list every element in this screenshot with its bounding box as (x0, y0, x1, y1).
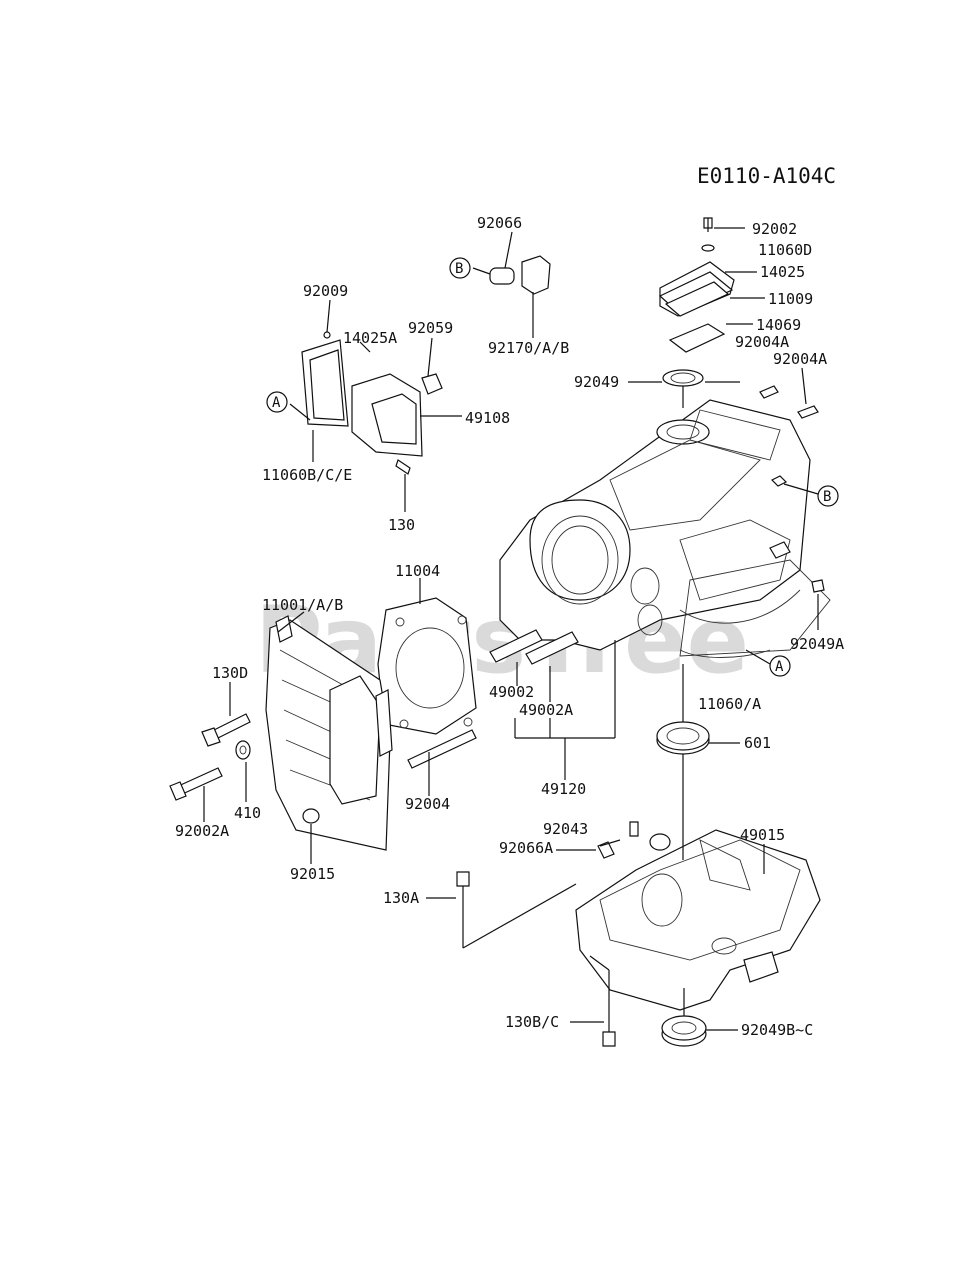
part-label-14025: 14025 (760, 263, 805, 281)
part-label-92015: 92015 (290, 865, 335, 883)
part-label-11060a: 11060/A (698, 695, 761, 713)
callout-a-left: A (266, 391, 288, 413)
part-label-601: 601 (744, 734, 771, 752)
part-label-92004a-1: 92004A (735, 333, 789, 351)
part-label-11004: 11004 (395, 562, 440, 580)
callout-a-right: A (769, 655, 791, 677)
part-label-49002: 49002 (489, 683, 534, 701)
part-label-92066a: 92066A (499, 839, 553, 857)
part-label-92049: 92049 (574, 373, 619, 391)
breather-tube-part (472, 231, 551, 338)
part-label-130a: 130A (383, 889, 419, 907)
svg-text:A: A (272, 395, 281, 411)
part-label-92170: 92170/A/B (488, 339, 569, 357)
cover-stack-part (658, 217, 765, 353)
part-label-49108: 49108 (465, 409, 510, 427)
dowel-pins-part (489, 629, 616, 780)
part-label-92049a: 92049A (790, 635, 844, 653)
part-label-92004: 92004 (405, 795, 450, 813)
part-label-92009: 92009 (303, 282, 348, 300)
part-label-92059: 92059 (408, 319, 453, 337)
part-label-92004a-2: 92004A (773, 350, 827, 368)
callout-b-right: B (817, 485, 839, 507)
stud-part (759, 367, 819, 419)
part-label-49120: 49120 (541, 780, 586, 798)
part-label-11009: 11009 (768, 290, 813, 308)
head-bolts-part (169, 682, 477, 864)
part-label-130: 130 (388, 516, 415, 534)
part-label-11001: 11001/A/B (262, 596, 343, 614)
pan-bolts-part (426, 871, 616, 1047)
oil-pan-part (556, 754, 821, 1011)
part-label-130d: 130D (212, 664, 248, 682)
callout-b-top: B (449, 257, 471, 279)
part-label-130bc: 130B/C (505, 1013, 559, 1031)
part-label-92043: 92043 (543, 820, 588, 838)
cylinder-head-part (265, 611, 393, 851)
svg-text:A: A (775, 659, 784, 675)
part-label-92049bc: 92049B~C (741, 1021, 813, 1039)
svg-text:B: B (823, 489, 831, 505)
part-label-410: 410 (234, 804, 261, 822)
head-gasket-part (377, 578, 477, 735)
part-label-11060bce: 11060B/C/E (262, 466, 352, 484)
part-label-92002: 92002 (752, 220, 797, 238)
head-cover-part (289, 299, 462, 512)
part-label-14025a: 14025A (343, 329, 397, 347)
svg-text:B: B (455, 261, 463, 277)
part-label-92066: 92066 (477, 214, 522, 232)
crankcase-part (499, 369, 831, 665)
part-label-92002a: 92002A (175, 822, 229, 840)
part-label-14069: 14069 (756, 316, 801, 334)
oil-seal-part (661, 988, 738, 1047)
part-label-49015: 49015 (740, 826, 785, 844)
bearing-part (656, 664, 740, 755)
part-label-49002a: 49002A (519, 701, 573, 719)
part-label-11060d: 11060D (758, 241, 812, 259)
diagram-code: E0110-A104C (697, 164, 836, 188)
